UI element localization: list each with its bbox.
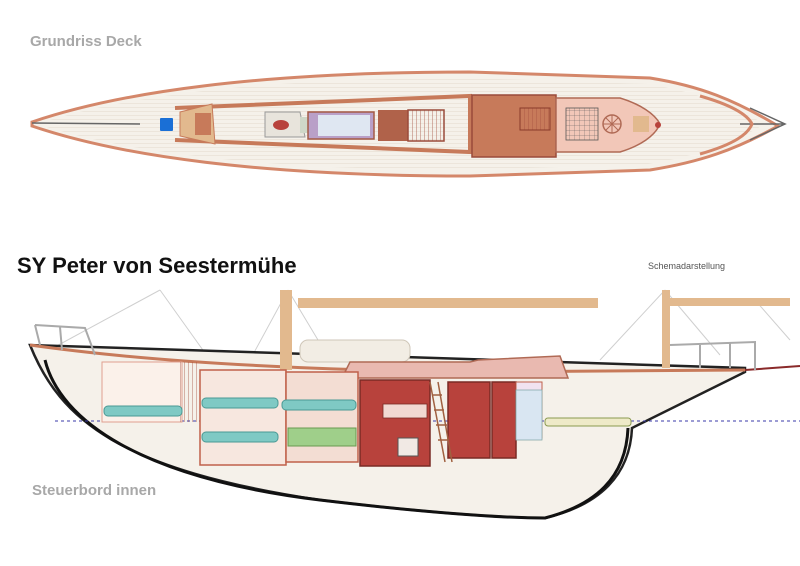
tank-area [515, 389, 543, 441]
midship-grating [407, 109, 445, 142]
cockpit-grating [565, 107, 599, 141]
deckhouse-taper [300, 117, 308, 133]
forward-bulkhead [180, 362, 198, 422]
forward-hatch-icon [160, 118, 173, 131]
mizzen-boom [670, 298, 790, 306]
companion-ladder [429, 381, 453, 463]
aft-grating-hatch [519, 107, 551, 131]
galley-lockers [359, 379, 431, 467]
compass-icon [655, 122, 661, 128]
keel [43, 359, 630, 520]
stern-rail [699, 94, 754, 156]
mainmast [280, 290, 292, 370]
bowsprit [31, 107, 787, 141]
sheer-stripe [744, 365, 800, 371]
nav-station [447, 381, 491, 459]
boom-main [298, 298, 598, 308]
bulwark-rail [174, 93, 472, 155]
side-profile [28, 289, 800, 520]
deck-plan-label: Grundriss Deck [30, 33, 142, 50]
saloon-settee [281, 399, 357, 411]
forward-cabin-bunk-bottom [201, 431, 279, 443]
dinghy-winch-icon [273, 120, 289, 130]
foremast-partner-detail [195, 113, 211, 135]
deck-plan [30, 70, 787, 178]
forward-cabin [199, 369, 287, 466]
stern-pulpit [669, 340, 756, 370]
mizzenmast [662, 290, 670, 368]
fore-bunk [103, 405, 183, 417]
midship-hatch [378, 110, 408, 141]
saloon-table [287, 427, 357, 447]
saloon [285, 371, 359, 463]
galley-shelf [382, 403, 428, 419]
dinghy-on-deck [299, 339, 411, 363]
starboard-inside-label: Steuerbord innen [32, 482, 157, 499]
steering-wheel-spokes [603, 115, 621, 133]
aft-berth [544, 417, 632, 427]
forward-cabin-bunk-top [201, 397, 279, 409]
schematic-note: Schemadarstellung [648, 261, 726, 271]
aft-locker [633, 116, 649, 132]
bow-pulpit [34, 324, 96, 356]
galley-stove [397, 437, 419, 457]
skylight-glass [318, 115, 370, 136]
cabin-trunk [344, 355, 570, 379]
boat-title: SY Peter von Seestermühe [17, 253, 297, 278]
aft-storage [491, 381, 517, 459]
